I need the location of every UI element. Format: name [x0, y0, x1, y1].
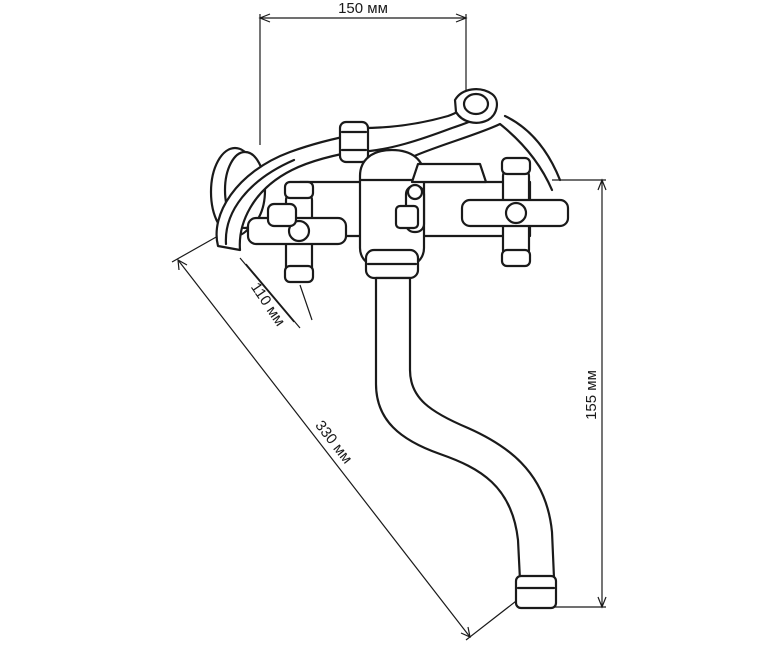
hose-clip-ring	[338, 120, 370, 164]
spout-swivel	[364, 248, 420, 280]
width-dimension-label: 150 мм	[338, 0, 388, 17]
faucet-drawing	[209, 88, 570, 610]
offset-dimension-label: 110 мм	[247, 280, 288, 330]
cross-handle-left	[246, 180, 348, 284]
spout-pipe	[374, 276, 558, 610]
cross-handle-right	[460, 156, 570, 268]
height-dimension-label: 155 мм	[583, 370, 600, 420]
reach-dimension-label: 330 мм	[312, 417, 356, 467]
dimension-height: 155 мм	[552, 178, 607, 609]
dimension-width: 150 мм	[258, 0, 468, 145]
diverter-knob	[394, 183, 426, 234]
shower-hose	[358, 88, 562, 192]
